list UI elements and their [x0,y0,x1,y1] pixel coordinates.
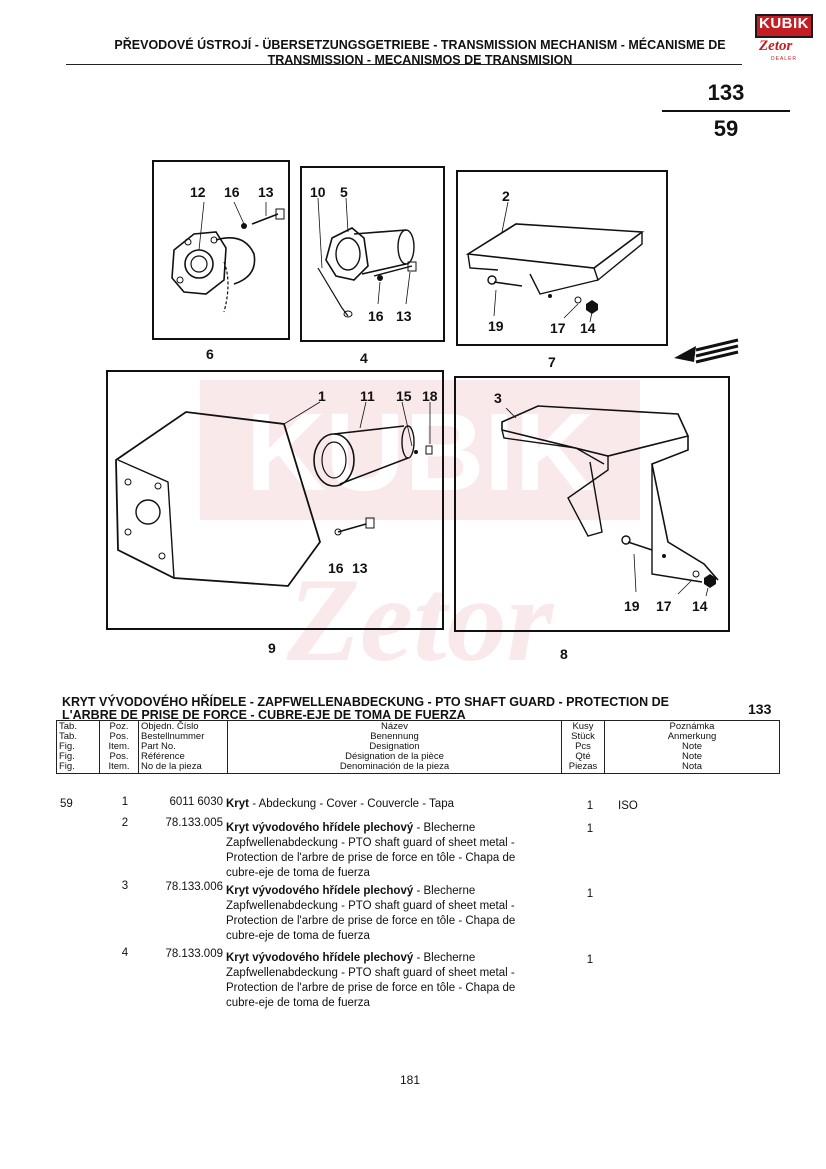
page-ref-rule [662,110,790,112]
page-number: 181 [399,1073,421,1087]
row-part-no: 78.133.009 [165,948,223,960]
callout-5: 5 [340,184,348,200]
flange-drawing [171,201,285,313]
guard-sheet-7-drawing [465,201,645,323]
guard-sheet-8-drawing [501,405,719,597]
callout-10: 10 [310,184,326,200]
table-number: 59 [713,116,739,141]
callout-17: 17 [656,598,672,614]
diagram-panel-9: 1 11 15 18 16 13 [106,370,444,630]
col-tab: Tab.Tab.Fig.Fig.Fig. [56,720,100,774]
row-qty: 1 [586,888,594,900]
callout-13: 13 [396,308,412,324]
logo-brand: KUBIK [759,15,809,32]
parts-table-header: Tab.Tab.Fig.Fig.Fig. Poz.Pos.Item.Pos.It… [56,720,780,774]
logo-box [755,14,813,38]
col-pos: Poz.Pos.Item.Pos.Item. [99,720,139,774]
callout-4: 4 [360,350,368,366]
callout-18: 18 [422,388,438,404]
row-description: Kryt vývodového hřídele plechový - Blech… [226,952,516,1009]
row-description: Kryt vývodového hřídele plechový - Blech… [226,822,516,879]
row-description: Kryt vývodového hřídele plechový - Blech… [226,885,516,942]
row-description: Kryt - Abdeckung - Cover - Couvercle - T… [226,798,454,810]
logo-sub: DEALER [771,56,798,62]
callout-11: 11 [360,388,375,404]
callout-15: 15 [396,388,412,404]
group-number: 133 [707,80,745,105]
callout-3: 3 [494,390,502,406]
row-part-no: 78.133.005 [165,817,223,829]
row-qty: 1 [586,823,594,835]
pto-guard-assembly-drawing [115,401,433,587]
callout-12: 12 [190,184,206,200]
diagram-panel-6: 12 16 13 [152,160,290,340]
callout-9: 9 [268,640,276,656]
callout-2: 2 [502,188,510,204]
row-tab: 59 [60,798,73,810]
row-part-no: 6011 6030 [169,796,223,808]
section-title: KRYT VÝVODOVÉHO HŘÍDELE - ZAPFWELLENABDE… [62,696,742,722]
section-title-line-2: L'ARBRE DE PRISE DE FORCE - CUBRE-EJE DE… [62,708,466,722]
callout-7: 7 [548,354,556,370]
diagram-panel-4: 10 5 16 13 [300,166,445,342]
header-line-2: TRANSMISSION - MECANISMOS DE TRANSMISION [267,53,573,67]
row-qty: 1 [586,800,594,812]
section-title-line-1: KRYT VÝVODOVÉHO HŘÍDELE - ZAPFWELLENABDE… [62,695,669,709]
row-part-no: 78.133.006 [165,881,223,893]
header-line-1: PŘEVODOVÉ ÚSTROJÍ - ÜBERSETZUNGSGETRIEBE… [114,38,726,52]
tube-drawing [317,197,417,318]
diagram-panel-7: 2 19 17 14 [456,170,668,346]
callout-8: 8 [560,646,568,662]
callout-16: 16 [224,184,240,200]
row-pos: 4 [121,947,129,959]
header-rule [66,64,742,65]
callout-6: 6 [206,346,214,362]
row-qty: 1 [586,954,594,966]
direction-arrow-icon [674,338,739,364]
catalog-header: PŘEVODOVÉ ÚSTROJÍ - ÜBERSETZUNGSGETRIEBE… [80,38,760,68]
callout-1: 1 [318,388,326,404]
callout-13: 13 [258,184,274,200]
row-pos: 3 [121,880,129,892]
callout-13: 13 [352,560,368,576]
row-note: ISO [618,800,638,812]
callout-16: 16 [368,308,384,324]
callout-19: 19 [488,318,504,334]
callout-17: 17 [550,320,566,336]
watermark-make: Zetor [286,553,555,686]
row-pos: 2 [121,817,129,829]
callout-16: 16 [328,560,344,576]
kubik-zetor-logo: KUBIK Zetor DEALER [755,14,815,64]
logo-make: Zetor [759,38,793,54]
callout-14: 14 [580,320,596,336]
callout-14: 14 [692,598,708,614]
section-number: 133 [748,701,772,717]
diagram-panel-8: 3 19 17 14 [454,376,730,632]
row-pos: 1 [121,796,129,808]
callout-19: 19 [624,598,640,614]
